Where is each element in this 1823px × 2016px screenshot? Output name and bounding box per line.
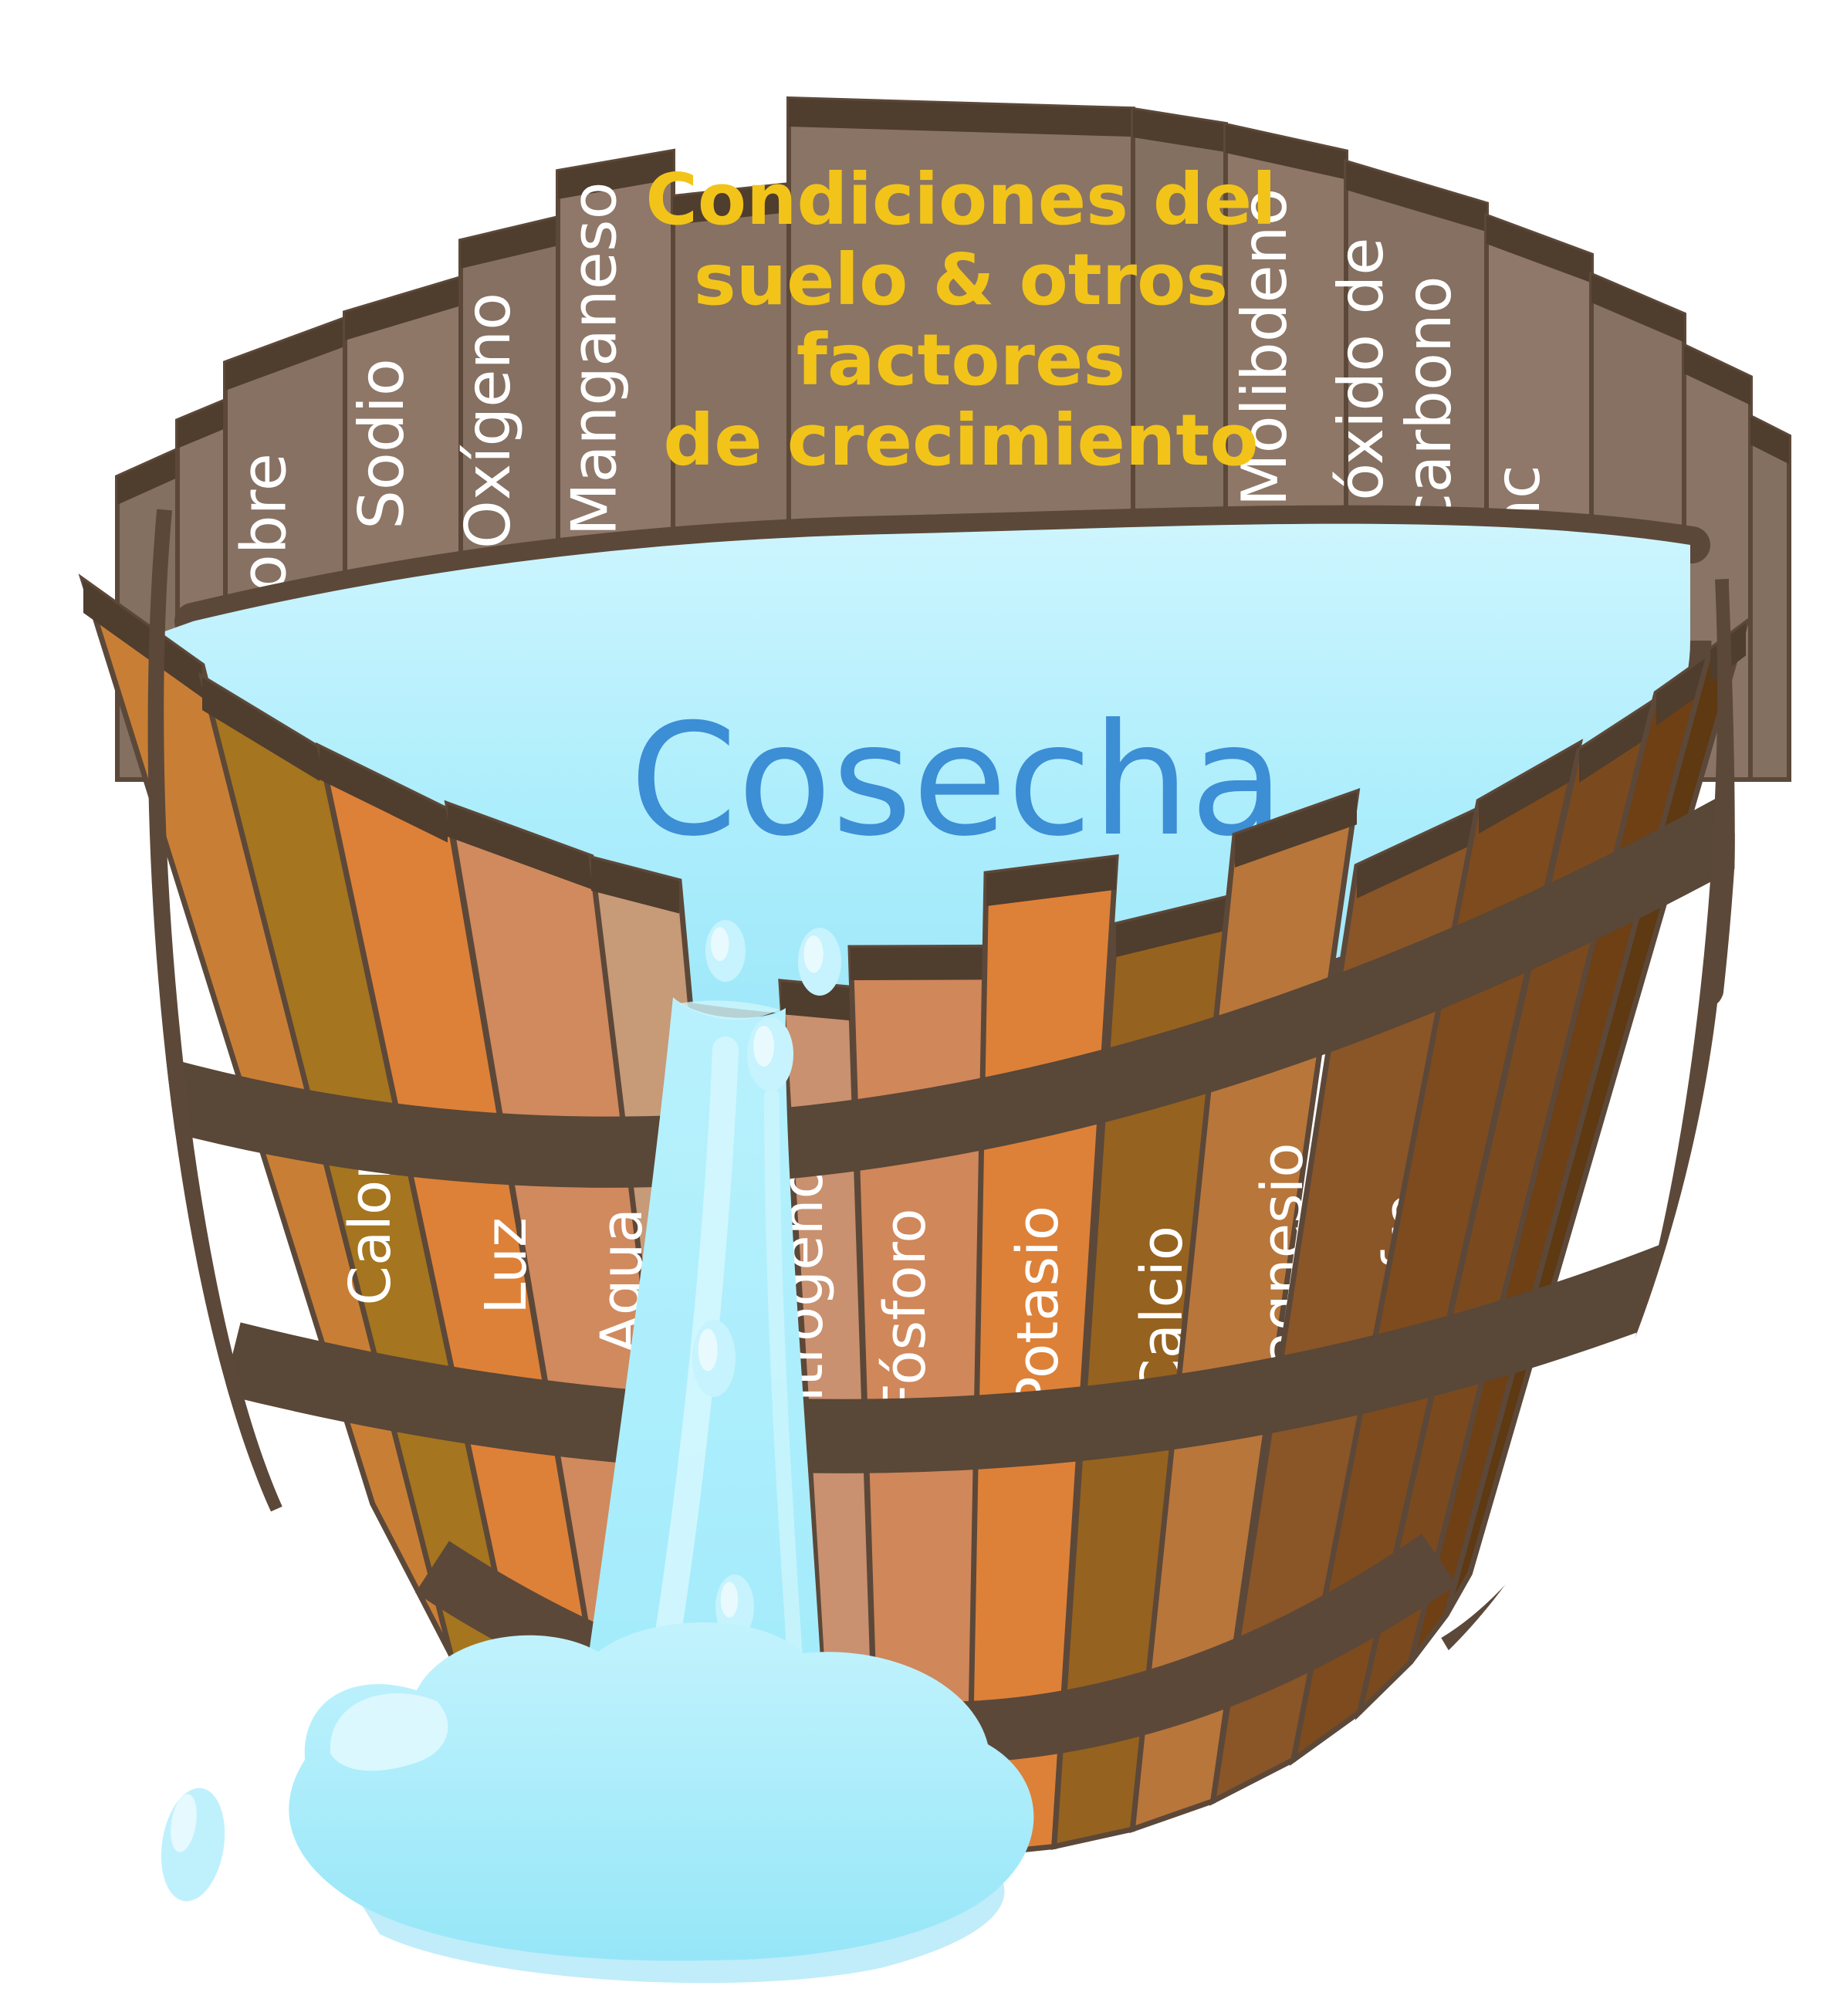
front-stave-top-bevel [448, 804, 591, 890]
back-stave-board [1748, 413, 1791, 782]
front-stave-top-bevel [1656, 655, 1710, 726]
water-droplet [705, 920, 746, 982]
soil-note-line: Condiciones del [645, 158, 1276, 241]
back-stave-top-bevel [1750, 417, 1789, 465]
lower-hoop [222, 1231, 1722, 1473]
puddle-highlight [330, 1693, 448, 1771]
puddle-bottom-shade [363, 1883, 1005, 1984]
back-stave-top-bevel [673, 184, 789, 225]
water-droplet [715, 1575, 754, 1639]
back-stave-label: Manganeso [559, 181, 631, 536]
droplets-group [692, 920, 841, 1639]
back-stave-top-bevel [461, 218, 558, 269]
front-stave-top-bevel [1235, 792, 1357, 868]
back-stave-top-bevel [117, 449, 178, 505]
front-stave-top-bevel [1357, 809, 1479, 898]
droplet-shine [753, 1026, 775, 1067]
water-droplet [692, 1320, 736, 1397]
soil-note-line: de crecimiento [663, 399, 1258, 482]
front-stave-top-bevel [781, 982, 851, 1021]
front-stave-top-bevel [320, 747, 448, 843]
back-stave-top-bevel [345, 278, 461, 340]
back-stave-label: Sodio [346, 358, 418, 529]
back-stave-top-bevel [789, 99, 1133, 137]
back-stave-top-bevel [1346, 162, 1486, 232]
back-stave-top-bevel [1684, 346, 1750, 405]
water-droplet [747, 1017, 793, 1091]
soil-note-line: factores [797, 319, 1125, 401]
back-stave [1748, 413, 1791, 782]
back-stave-top-bevel [178, 401, 225, 448]
droplet-shine [803, 935, 824, 973]
back-stave-top-bevel [558, 151, 673, 199]
front-stave-top-bevel [986, 857, 1116, 906]
barrel-left-edge [147, 508, 282, 1517]
back-stave-top-bevel [1486, 216, 1591, 283]
back-stave-top-bevel [1226, 125, 1346, 180]
puddle-group [161, 1622, 1034, 1984]
front-stave-top-bevel [83, 580, 202, 698]
droplet-shine [711, 927, 729, 962]
front-stave-label: Calor [337, 1156, 404, 1306]
front-stave-top-bevel [1479, 744, 1579, 834]
water-droplet [798, 928, 841, 996]
droplet-shine [698, 1328, 718, 1372]
upper-hoop [147, 798, 1735, 1188]
droplet-shine [720, 1581, 739, 1618]
back-stave-top-bevel [1591, 275, 1684, 343]
front-stave-label: Luz [473, 1217, 539, 1314]
front-stave-label: Fósforo [872, 1208, 939, 1416]
back-stave-label: Oxígeno [452, 293, 524, 549]
front-stave-top-bevel [202, 678, 320, 781]
front-stave-top-bevel [1116, 895, 1235, 957]
stream-highlight-2 [764, 1088, 804, 1690]
back-stave-label: Molibdeno [1229, 188, 1300, 507]
front-stave-label: Potasio [1005, 1206, 1071, 1411]
back-stave-label: carbono [1393, 276, 1465, 526]
front-stave-top-bevel [851, 947, 986, 980]
water-label: Cosecha [630, 691, 1285, 871]
back-stave-top-bevel [225, 318, 345, 391]
back-stave-top-bevel [1133, 110, 1226, 152]
soil-note-line: suelo & otros [694, 238, 1228, 321]
front-stave-top-bevel [1579, 699, 1656, 783]
stream-lip-highlight [679, 1000, 780, 1020]
puddle [289, 1622, 1034, 1961]
puddle-splash-drop-shine [171, 1794, 197, 1852]
front-stave-top-bevel [591, 858, 679, 914]
